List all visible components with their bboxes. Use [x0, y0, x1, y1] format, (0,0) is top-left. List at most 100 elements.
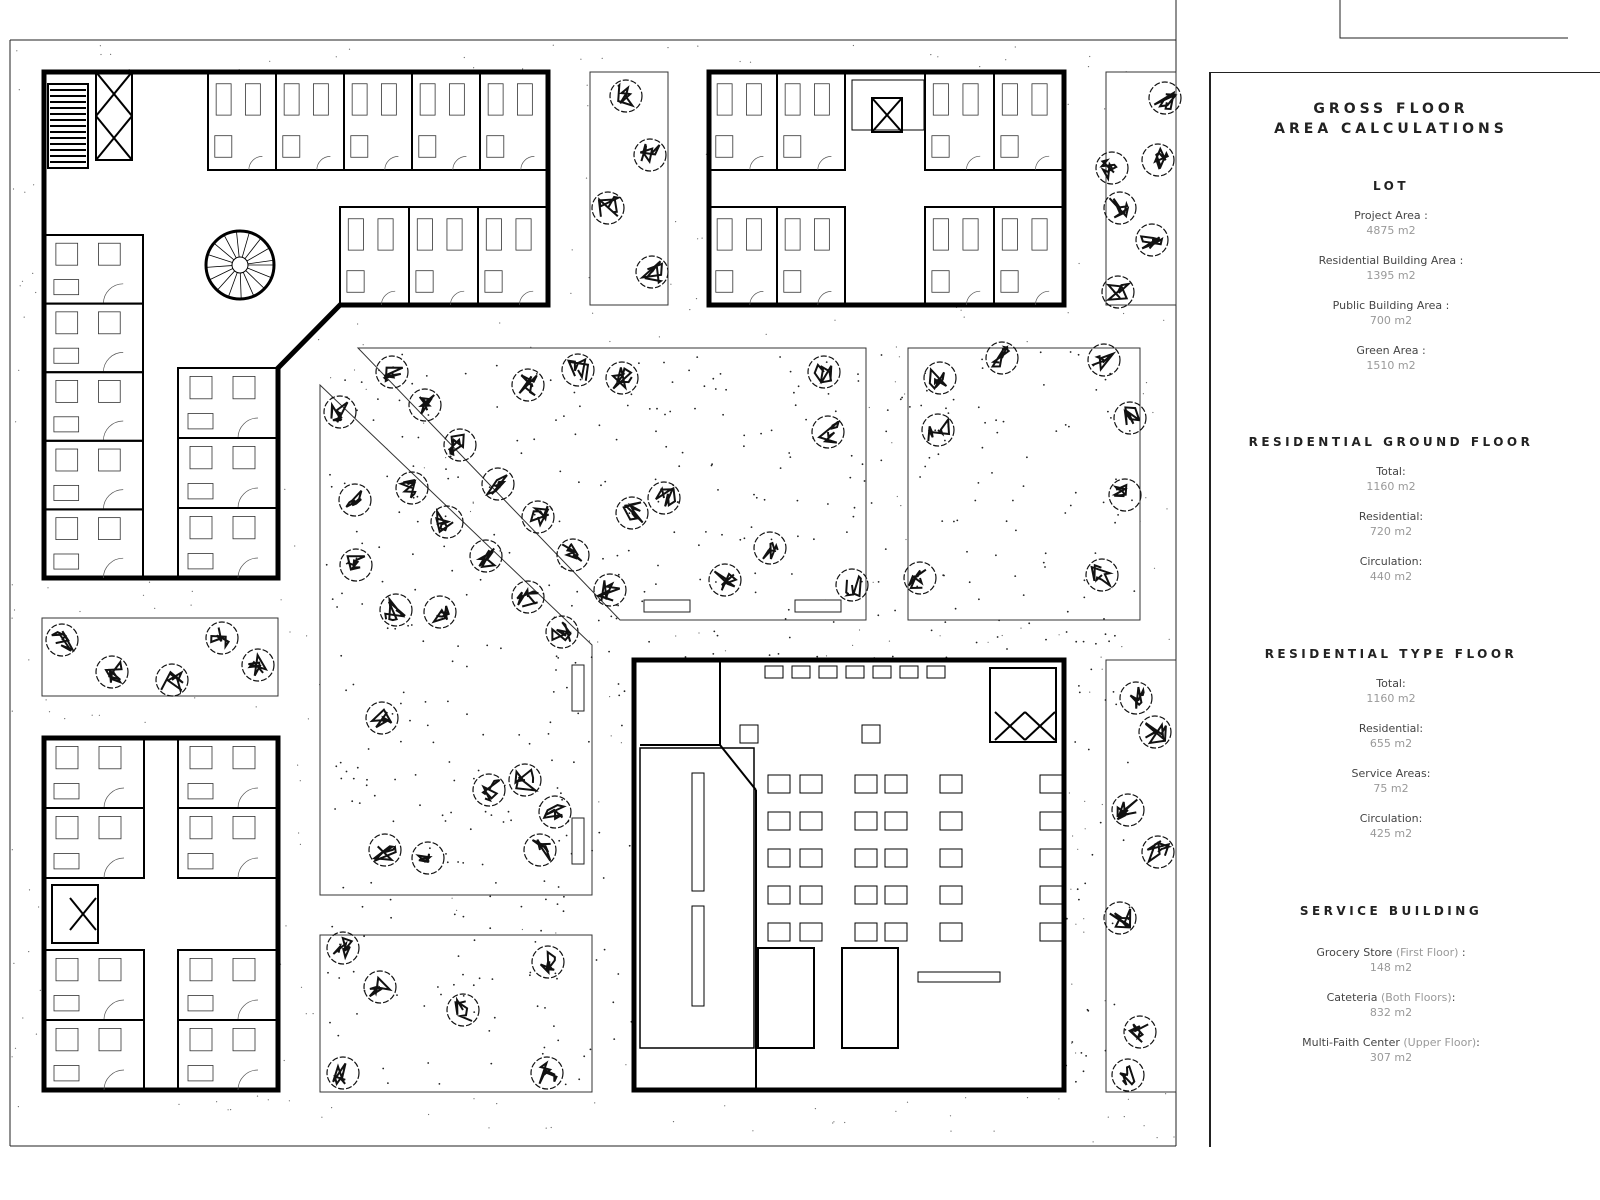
label-text: Residential Building Area :	[1318, 254, 1464, 267]
area-value: 832 m2	[1369, 1006, 1413, 1019]
dorm-room	[479, 71, 549, 171]
label-text: Green Area :	[1356, 344, 1426, 357]
label-floor: (Upper Floor)	[1403, 1036, 1477, 1049]
bed-icon	[1001, 218, 1018, 251]
tree-icon	[545, 615, 579, 649]
door-swing	[817, 156, 832, 171]
bed-icon	[814, 218, 830, 251]
bed-icon	[1001, 83, 1018, 116]
bench	[571, 817, 585, 865]
tree-icon	[411, 841, 445, 875]
tree-icon	[708, 563, 742, 597]
tree-icon	[923, 361, 957, 395]
dorm-room	[993, 206, 1064, 306]
bathroom	[187, 483, 214, 500]
door-swing	[520, 156, 535, 171]
door-swing	[237, 1069, 259, 1091]
tree-icon	[521, 500, 555, 534]
bed-icon	[98, 958, 122, 982]
area-value: 75 m2	[1373, 782, 1409, 795]
bed-icon	[55, 380, 79, 403]
area-label: Circulation:	[1211, 555, 1571, 569]
tree-icon	[1138, 715, 1172, 749]
tree-icon	[605, 361, 639, 395]
area-label: Project Area :	[1211, 209, 1571, 223]
tree-icon	[615, 496, 649, 530]
tree-icon	[395, 471, 429, 505]
bed-icon	[416, 218, 433, 251]
area-label: Residential:	[1211, 722, 1571, 736]
door-swing	[237, 557, 259, 579]
bathroom	[187, 413, 214, 430]
area-item: Green Area :1510 m2	[1211, 344, 1571, 373]
bed-icon	[485, 218, 502, 251]
table-icon	[854, 774, 878, 794]
bed-icon	[232, 958, 256, 982]
bathroom	[187, 783, 214, 800]
bed-icon	[446, 218, 463, 251]
table-icon	[872, 665, 892, 679]
label-text: Circulation:	[1359, 555, 1423, 568]
door-swing	[519, 290, 534, 306]
door-swing	[452, 156, 467, 171]
section-heading: RESIDENTIAL GROUND FLOOR	[1248, 435, 1534, 449]
tree-icon	[338, 483, 372, 517]
building-nw	[41, 69, 551, 581]
elevator	[871, 97, 903, 133]
table-icon	[939, 811, 963, 831]
area-label: Residential Building Area :	[1211, 254, 1571, 268]
bed-icon	[55, 746, 79, 770]
bed-icon	[189, 445, 213, 470]
tree-icon	[365, 701, 399, 735]
dorm-room	[776, 206, 846, 306]
area-item: Total:1160 m2	[1211, 677, 1571, 706]
bed-icon	[784, 218, 801, 251]
tree-icon	[472, 773, 506, 807]
tree-icon	[1141, 835, 1175, 869]
green-area	[1105, 659, 1177, 1093]
area-item: Total:1160 m2	[1211, 465, 1571, 494]
bed-icon	[312, 83, 329, 116]
bathroom	[350, 135, 369, 158]
table-icon	[884, 885, 908, 905]
area-value: 148 m2	[1369, 961, 1413, 974]
tree-icon	[326, 931, 360, 965]
door-swing	[237, 999, 259, 1021]
tree-icon	[591, 191, 625, 225]
bed-icon	[347, 218, 364, 251]
bathroom	[53, 1065, 80, 1082]
dining-tables	[739, 665, 1063, 942]
tree-icon	[1103, 191, 1137, 225]
door-swing	[237, 417, 259, 439]
dorm-room	[43, 807, 145, 879]
door-swing	[103, 999, 125, 1021]
stairs	[989, 667, 1057, 743]
table-icon	[767, 811, 791, 831]
door-swing	[1035, 155, 1050, 171]
bed-icon	[1031, 83, 1048, 116]
door-swing	[749, 291, 764, 306]
tree-icon	[556, 538, 590, 572]
tree-icon	[1101, 275, 1135, 309]
door-swing	[103, 489, 124, 510]
dorm-room	[43, 508, 144, 579]
tree-icon	[531, 945, 565, 979]
table-icon	[884, 848, 908, 868]
bed-icon	[419, 83, 436, 116]
bathroom	[715, 135, 734, 158]
bed-icon	[55, 958, 79, 982]
table-icon	[767, 848, 791, 868]
table-icon	[899, 665, 919, 679]
tree-icon	[807, 355, 841, 389]
label-floor: (First Floor)	[1395, 946, 1459, 959]
door-swing	[966, 290, 981, 306]
bed-icon	[283, 83, 300, 116]
tree-icon	[523, 833, 557, 867]
bed-icon	[716, 83, 733, 116]
table-icon	[767, 774, 791, 794]
bathroom	[931, 270, 950, 293]
bed-icon	[244, 83, 261, 116]
table-icon	[739, 724, 759, 744]
bench	[794, 599, 842, 613]
